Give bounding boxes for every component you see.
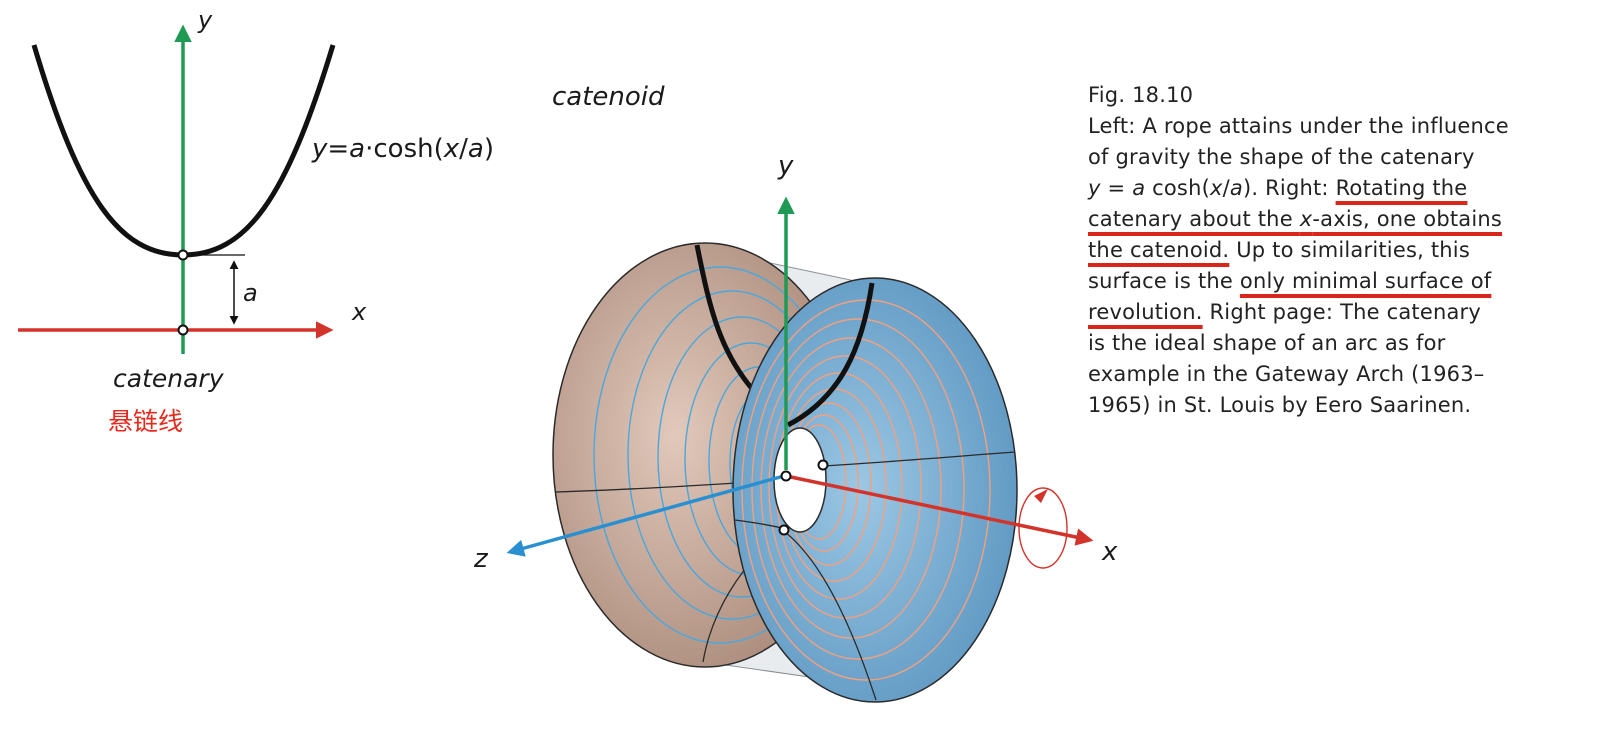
throat-origin-point [780, 470, 792, 482]
caption-highlight: only minimal surface of [1239, 269, 1492, 293]
front-profile-left [734, 519, 783, 529]
catenary-label: catenary [113, 364, 225, 393]
caption-line: surface is the only minimal surface of [1088, 269, 1492, 293]
front-ring-lines [741, 299, 991, 681]
origin-point [177, 324, 189, 336]
right-z-label: z [473, 544, 489, 574]
caption-line: Left: A rope attains under the influence [1088, 114, 1509, 138]
caption-line: revolution. Right page: The catenary [1088, 300, 1482, 324]
caption-highlight: revolution. [1088, 300, 1203, 324]
catenoid-figure: catenoid [473, 82, 1118, 703]
caption-highlight: the catenoid. [1088, 238, 1230, 262]
caption-line: example in the Gateway Arch (1963– [1088, 362, 1485, 386]
right-z-axis [506, 474, 785, 557]
right-y-label: y [777, 151, 794, 181]
caption-line: y = a cosh(x/a). Right: Rotating the [1088, 176, 1468, 200]
throat-top-point [817, 459, 829, 471]
figure-caption: Fig. 18.10 Left: A rope attains under th… [1088, 80, 1588, 421]
catenoid-title: catenoid [552, 82, 665, 112]
right-x-axis [785, 474, 1094, 546]
caption-line: is the ideal shape of an arc as for [1088, 331, 1446, 355]
throat-bottom-point [778, 524, 790, 536]
catenary-chinese-label: 悬链线 [108, 407, 183, 436]
front-profile-bottom [784, 531, 877, 701]
rotation-indicator [1018, 487, 1068, 569]
caption-highlight: catenary about the x-axis, one obtains [1088, 207, 1503, 231]
catenary-formula: y=a·cosh(x/a) [311, 134, 494, 164]
caption-highlight: Rotating the [1335, 176, 1468, 200]
rotation-arrowhead [1034, 489, 1048, 503]
caption-line: Fig. 18.10 [1088, 83, 1194, 107]
front-profile-top [786, 282, 875, 428]
caption-line: 1965) in St. Louis by Eero Saarinen. [1088, 393, 1472, 417]
vertex-point [177, 249, 189, 261]
caption-line: of gravity the shape of the catenary [1088, 145, 1475, 169]
back-profile-left [555, 481, 753, 493]
catenary-figure: y x a y=a·cosh(x/a) catenary 悬链线 [18, 6, 494, 436]
left-x-label: x [351, 298, 367, 326]
left-y-label: y [197, 6, 213, 34]
back-profile-top [694, 244, 762, 400]
right-x-label: x [1101, 537, 1118, 567]
caption-line: the catenoid. Up to similarities, this [1088, 238, 1470, 262]
a-label: a [243, 279, 258, 307]
caption-line: catenary about the x-axis, one obtains [1088, 204, 1588, 235]
front-profile-right [822, 451, 1016, 467]
